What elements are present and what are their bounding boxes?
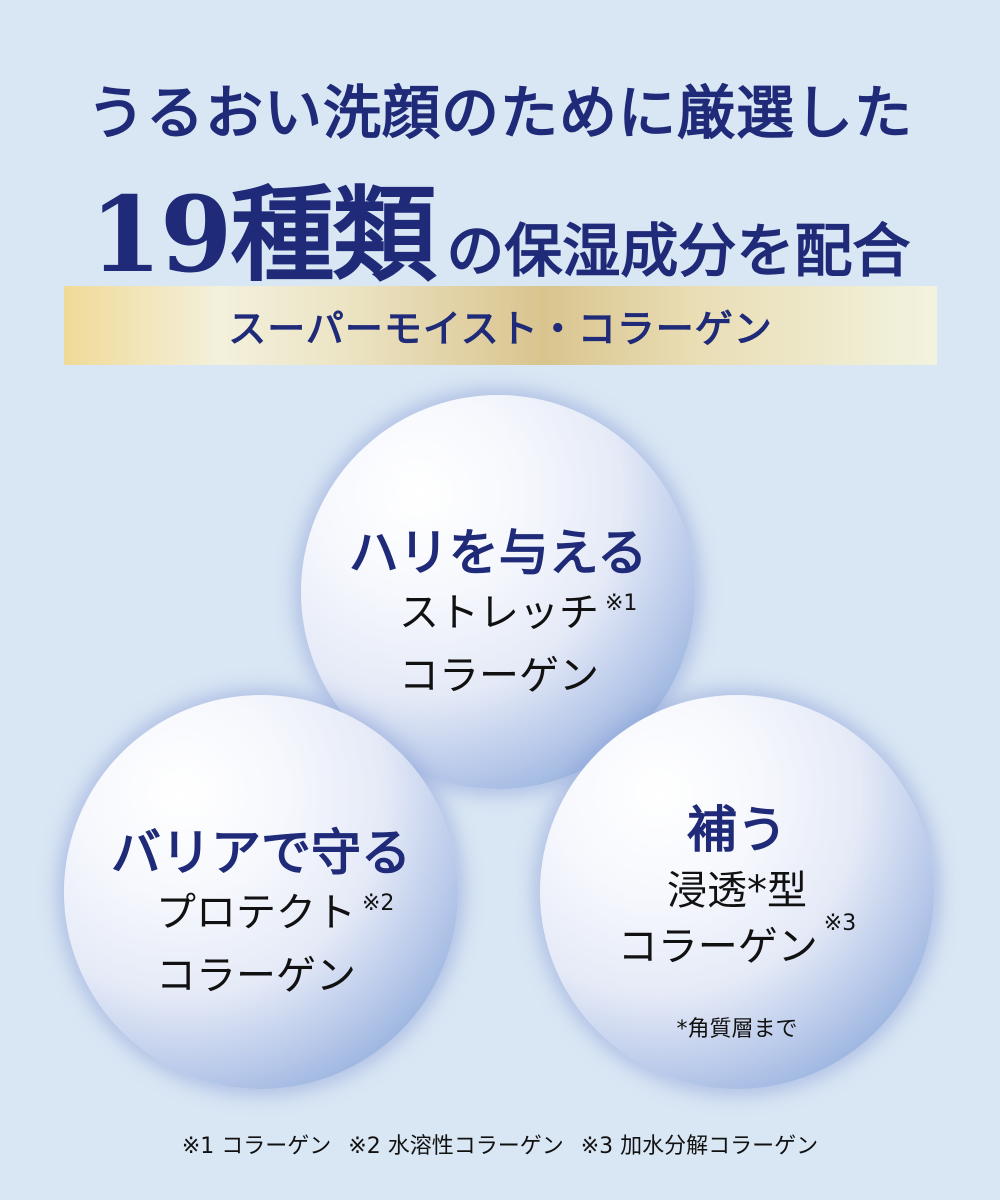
banner-label: スーパーモイスト・コラーゲン [228, 306, 773, 351]
note-mark: ※2 [362, 891, 395, 916]
note-mark: ※1 [605, 591, 638, 616]
bubble-penetrating-collagen: 補う 浸透*型 コラーゲン※3 *角質層まで [540, 695, 934, 1089]
note-mark: ※3 [823, 911, 857, 936]
bubble-title: ハリを与える [348, 523, 648, 582]
bubble-sub-line-2: コラーゲン [399, 653, 599, 699]
bubble-title: バリアで守る [111, 823, 411, 882]
footnotes: ※1 コラーゲン ※2 水溶性コラーゲン ※3 加水分解コラーゲン [0, 1128, 1000, 1160]
footnote-1: ※1 コラーゲン [181, 1134, 332, 1159]
bubble-protect-collagen: バリアで守る プロテクト※2 コラーゲン [64, 695, 458, 1089]
headline-line-1: うるおい洗顔のために厳選した [86, 79, 913, 147]
bubble-sub-line-2: コラーゲン [156, 953, 356, 999]
bubble-sub-line-1: 浸透*型 [667, 868, 807, 914]
footnote-3: ※3 加水分解コラーゲン [580, 1134, 819, 1159]
footnote-2: ※2 水溶性コラーゲン [348, 1134, 564, 1159]
bubble-subtitle: プロテクト※2 コラーゲン [156, 885, 394, 1004]
bubble-sub-line-1: プロテクト [156, 890, 356, 936]
bubble-sub-line-1: ストレッチ [399, 590, 599, 636]
headline-rest: の保湿成分を配合 [446, 217, 911, 285]
gold-banner: スーパーモイスト・コラーゲン [64, 286, 937, 365]
bubble-subtitle: 浸透*型 コラーゲン※3 [540, 863, 934, 982]
headline-line-2: 19種類の保湿成分を配合 [0, 150, 1000, 301]
bubble-stretch-collagen: ハリを与える ストレッチ※1 コラーゲン [301, 395, 695, 789]
bubble-title: 補う [687, 800, 787, 859]
headline-emphasis: 19種類 [89, 173, 437, 296]
bubble-subtitle: ストレッチ※1 コラーゲン [399, 585, 637, 704]
bubble-footnote: *角質層まで [676, 1017, 798, 1042]
bubble-sub-line-2: コラーゲン [617, 924, 818, 970]
